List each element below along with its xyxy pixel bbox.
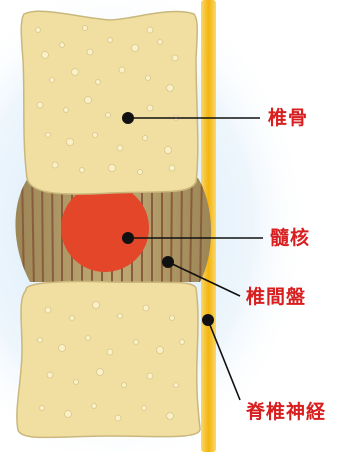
pointer-dot-vertebra [122,112,134,124]
label-nucleus: 髓核 [270,227,310,249]
pointer-dot-nucleus [122,232,134,244]
upper-vertebra [21,11,198,194]
label-disc: 椎間盤 [246,286,306,308]
label-spinal-nerve: 脊椎神経 [246,401,326,423]
lower-vertebra [17,281,200,437]
label-vertebra: 椎骨 [268,107,308,129]
pointer-dot-nerve [202,314,214,326]
pointer-dot-disc [162,256,174,268]
nucleus-pulposus [61,184,149,272]
